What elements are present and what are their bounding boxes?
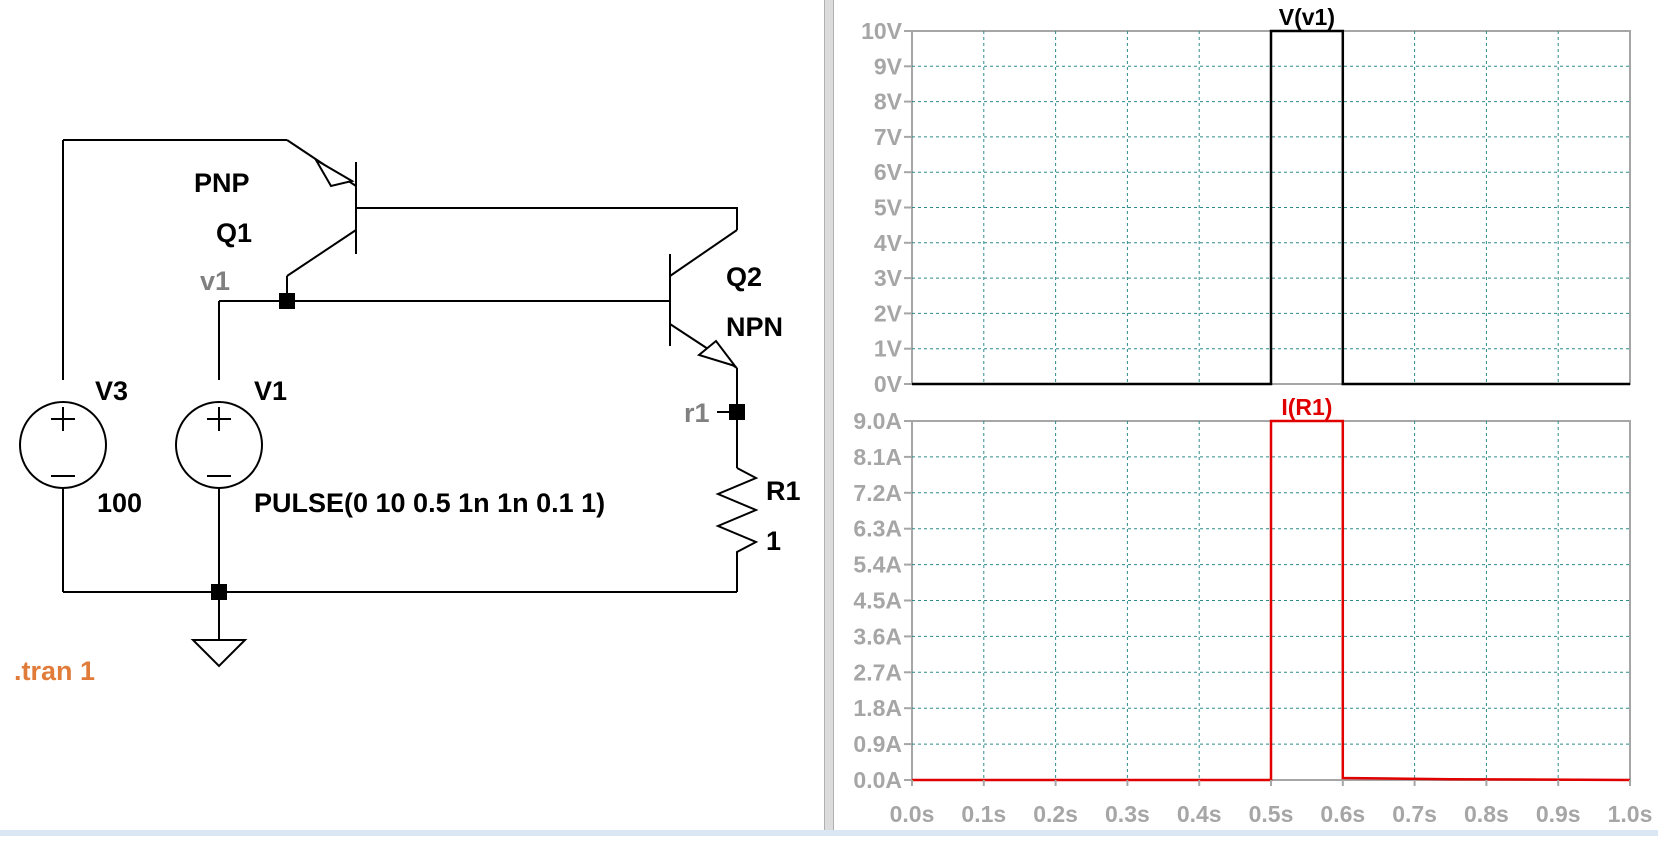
r1-ref-label[interactable]: R1	[766, 476, 801, 506]
x-tick-label: 1.0s	[1608, 801, 1653, 827]
q1-model-label[interactable]: PNP	[194, 168, 250, 198]
x-tick-label: 0.2s	[1033, 801, 1078, 827]
wire-q1-base-to-q2[interactable]	[356, 207, 738, 230]
v3-voltage-source[interactable]	[19, 401, 107, 489]
y-tick-label-r1: 5.4A	[853, 552, 902, 578]
v1-value-label[interactable]: PULSE(0 10 0.5 1n 1n 0.1 1)	[254, 488, 605, 518]
y-tick-label-r1: 9.0A	[853, 408, 902, 434]
r1-value-label[interactable]: 1	[766, 526, 781, 556]
y-tick-label-r1: 4.5A	[853, 588, 902, 614]
y-tick-label-v1: 0V	[874, 371, 903, 397]
x-tick-label: 0.3s	[1105, 801, 1150, 827]
net-label-v1[interactable]: v1	[200, 266, 230, 296]
y-tick-label-r1: 0.9A	[853, 731, 902, 757]
x-tick-label: 0.6s	[1320, 801, 1365, 827]
y-tick-label-v1: 1V	[874, 336, 903, 362]
pane-splitter[interactable]	[824, 0, 834, 836]
wire-v1-node[interactable]	[218, 300, 670, 380]
waveform-canvas[interactable]: 0V 1V 2V 3V 4V 5V 6V 7V 8V 9V 10V V(v1) 0.0A 0.9A 1.8A…	[834, 0, 1658, 836]
junction-r1[interactable]	[729, 404, 745, 420]
x-tick-label: 0.9s	[1536, 801, 1581, 827]
window-bottom-edge	[0, 830, 1658, 836]
junction-v1[interactable]	[279, 293, 295, 309]
waveform-viewer[interactable]: 0V 1V 2V 3V 4V 5V 6V 7V 8V 9V 10V V(v1) 0.0A 0.9A 1.8A…	[834, 0, 1658, 836]
schematic-canvas[interactable]: PNP Q1 Q2 NPN v1 r1 V3 100 V1 PULSE(0 10…	[0, 0, 824, 836]
y-tick-label-v1: 4V	[874, 230, 903, 256]
schematic-editor[interactable]: PNP Q1 Q2 NPN v1 r1 V3 100 V1 PULSE(0 10…	[0, 0, 824, 836]
y-tick-label-r1: 6.3A	[853, 516, 902, 542]
trace-title-v1[interactable]: V(v1)	[1279, 4, 1335, 30]
y-tick-label-v1: 5V	[874, 195, 903, 221]
q1-pnp-transistor[interactable]	[286, 139, 357, 301]
spice-directive[interactable]: .tran 1	[14, 656, 95, 686]
y-tick-label-v1: 8V	[874, 89, 903, 115]
v1-voltage-source[interactable]	[175, 401, 263, 489]
x-tick-label: 0.1s	[961, 801, 1006, 827]
q2-ref-label[interactable]: Q2	[726, 262, 762, 292]
x-tick-label: 0.8s	[1464, 801, 1509, 827]
y-tick-label-v1: 7V	[874, 124, 903, 150]
q1-ref-label[interactable]: Q1	[216, 218, 252, 248]
ground-symbol[interactable]	[190, 592, 248, 668]
y-tick-label-v1: 9V	[874, 53, 903, 79]
x-tick-label: 0.4s	[1177, 801, 1222, 827]
v3-ref-label[interactable]: V3	[95, 376, 128, 406]
y-tick-label-r1: 7.2A	[853, 480, 902, 506]
y-tick-label-r1: 1.8A	[853, 695, 902, 721]
x-tick-label: 0.5s	[1249, 801, 1294, 827]
y-tick-label-r1: 3.6A	[853, 623, 902, 649]
v1-ref-label[interactable]: V1	[254, 376, 287, 406]
net-label-r1[interactable]: r1	[684, 398, 710, 428]
y-tick-label-v1: 3V	[874, 265, 903, 291]
q2-model-label[interactable]: NPN	[726, 312, 783, 342]
y-tick-label-v1: 10V	[861, 18, 903, 44]
y-tick-label-v1: 2V	[874, 300, 903, 326]
r1-resistor[interactable]	[715, 467, 759, 560]
y-tick-label-r1: 2.7A	[853, 659, 902, 685]
trace-title-r1[interactable]: I(R1)	[1281, 394, 1332, 420]
y-tick-label-v1: 6V	[874, 159, 903, 185]
q2-npn-transistor[interactable]	[669, 229, 738, 369]
x-tick-label: 0.0s	[890, 801, 935, 827]
wire-v3-top[interactable]	[62, 139, 287, 380]
trace-v1[interactable]	[912, 29, 1630, 386]
junction-ground[interactable]	[211, 584, 227, 600]
y-tick-label-r1: 8.1A	[853, 444, 902, 470]
y-tick-label-r1: 0.0A	[853, 767, 902, 793]
x-tick-label: 0.7s	[1392, 801, 1437, 827]
v3-value-label[interactable]: 100	[97, 488, 142, 518]
